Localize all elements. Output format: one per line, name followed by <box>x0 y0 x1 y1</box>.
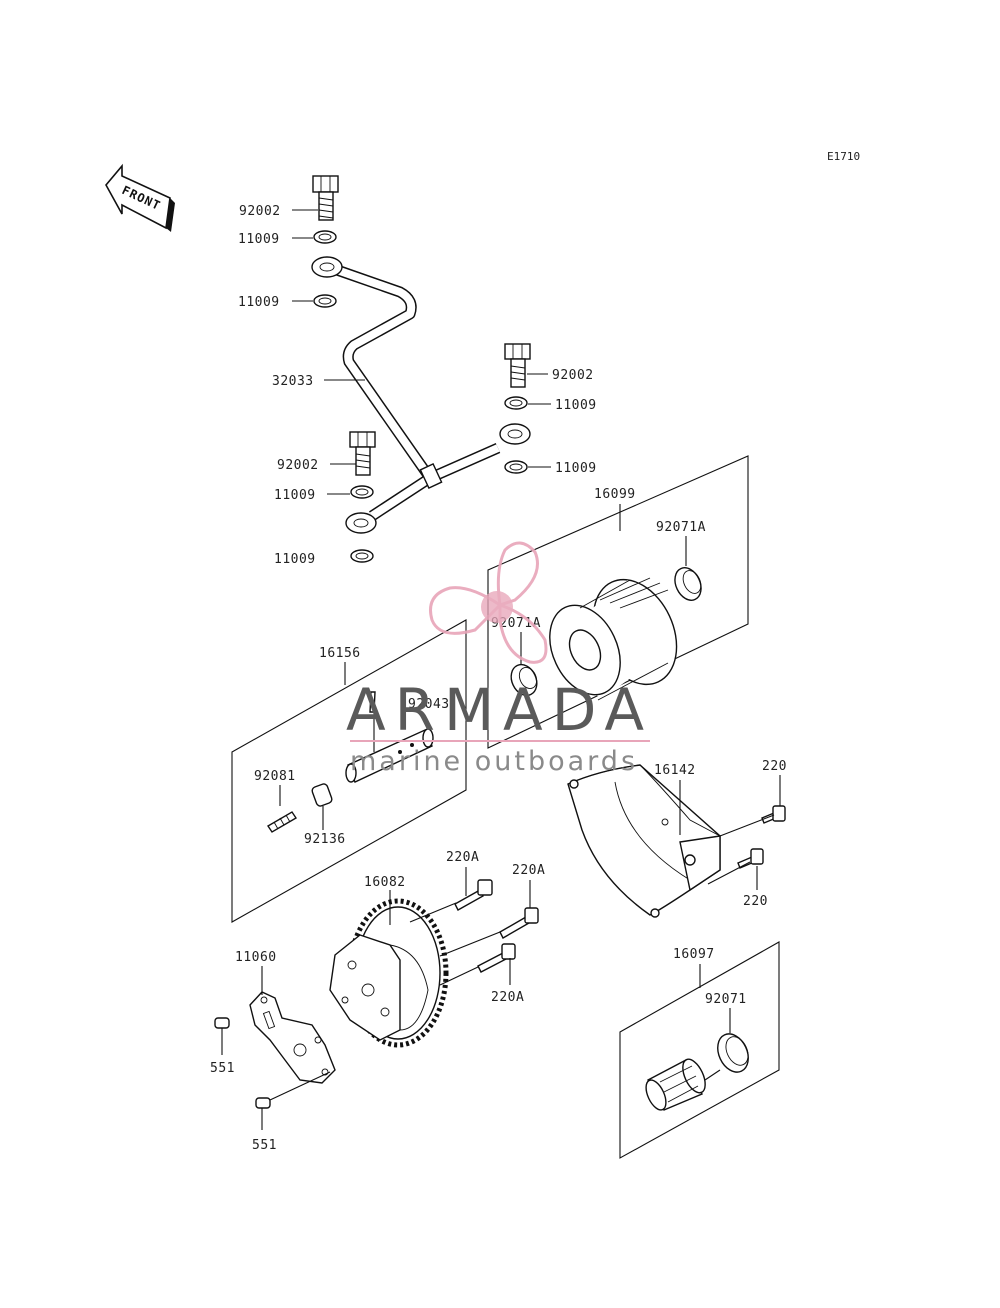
label-11009-a: 11009 <box>238 232 280 247</box>
armada-watermark: ARMADA marine outboards <box>346 541 653 777</box>
o-ring-filter-top <box>674 567 702 601</box>
label-551-bottom: 551 <box>252 1138 277 1153</box>
propeller-logo-icon <box>429 541 548 664</box>
washer-right-a <box>504 396 528 410</box>
washer-top-a <box>313 230 337 244</box>
label-92002-left: 92002 <box>277 458 319 473</box>
dowel-pin-top <box>214 1017 230 1029</box>
oil-strainer <box>645 1058 706 1111</box>
banjo-bolt-left <box>349 431 376 476</box>
banjo-fitting-left <box>345 512 377 534</box>
washer-right-b <box>504 460 528 474</box>
label-92081: 92081 <box>254 769 296 784</box>
label-16099: 16099 <box>594 487 636 502</box>
oil-pump-body <box>329 934 429 1041</box>
oil-pipe <box>335 264 501 521</box>
collar <box>311 783 333 807</box>
label-32033: 32033 <box>272 374 314 389</box>
bolt-220A-right <box>499 907 539 939</box>
label-220A-right: 220A <box>512 863 545 878</box>
label-92002-right: 92002 <box>552 368 594 383</box>
banjo-fitting-right <box>499 423 531 445</box>
watermark-tagline: marine outboards <box>350 746 638 777</box>
label-220-bottom: 220 <box>743 894 768 909</box>
strainer-kit-outline <box>619 941 780 1159</box>
label-220A-top: 220A <box>446 850 479 865</box>
front-arrow-icon: FRONT <box>105 163 175 232</box>
label-220-top: 220 <box>762 759 787 774</box>
banjo-fitting-top <box>311 256 343 278</box>
label-11009-c: 11009 <box>555 398 597 413</box>
label-11060: 11060 <box>235 950 277 965</box>
o-ring-filter-mid <box>510 663 538 697</box>
label-92136: 92136 <box>304 832 346 847</box>
watermark-brand: ARMADA <box>346 676 653 744</box>
label-11009-d: 11009 <box>555 461 597 476</box>
banjo-bolt-top <box>312 175 339 221</box>
label-92071: 92071 <box>705 992 747 1007</box>
dowel-pin-bottom <box>255 1097 271 1109</box>
filter-kit-outline <box>487 455 749 749</box>
label-92002-top: 92002 <box>239 204 281 219</box>
bolt-220A-bottom <box>477 943 516 973</box>
label-92071A-top: 92071A <box>656 520 706 535</box>
label-16156: 16156 <box>319 646 361 661</box>
spring <box>267 811 297 833</box>
label-92043: 92043 <box>408 697 450 712</box>
oil-filter <box>549 577 678 701</box>
shaft-kit-outline <box>231 619 467 923</box>
bolt-220A-top <box>454 879 493 911</box>
screw-220-top <box>761 805 786 824</box>
washer-top-b <box>313 294 337 308</box>
label-551-top: 551 <box>210 1061 235 1076</box>
washer-left-b <box>350 549 374 563</box>
pump-gasket <box>249 991 336 1084</box>
leader-lines <box>221 209 781 1130</box>
label-11009-f: 11009 <box>274 552 316 567</box>
label-16082: 16082 <box>364 875 406 890</box>
label-16142: 16142 <box>654 763 696 778</box>
o-ring-strainer <box>717 1033 749 1073</box>
banjo-bolt-right <box>504 343 531 388</box>
label-11009-e: 11009 <box>274 488 316 503</box>
label-16097: 16097 <box>673 947 715 962</box>
label-11009-b: 11009 <box>238 295 280 310</box>
label-220A-bottom: 220A <box>491 990 524 1005</box>
washer-left-a <box>350 485 374 499</box>
pump-cover <box>567 764 721 918</box>
screw-220-bottom <box>737 848 764 869</box>
diagram-code: E1710 <box>827 150 860 163</box>
